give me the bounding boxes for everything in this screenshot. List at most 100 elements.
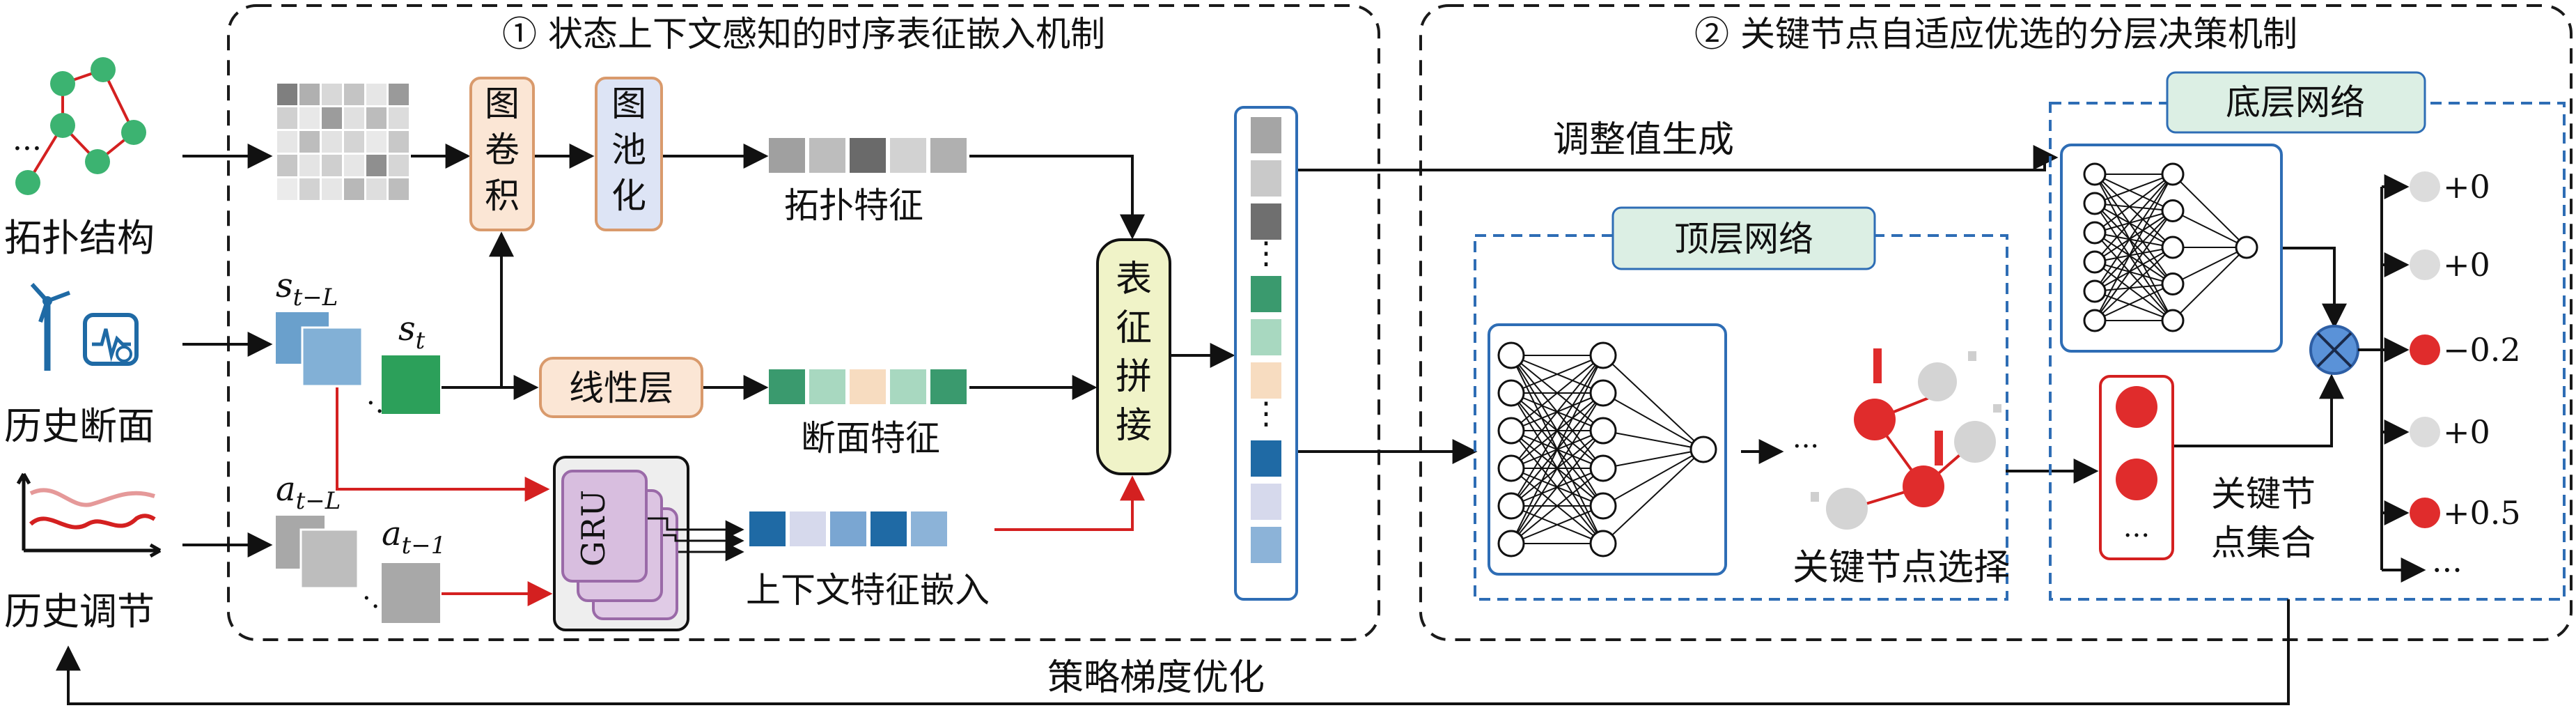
graph-conv-char-1: 图 [485, 84, 520, 124]
graph-pool-module [595, 77, 663, 231]
state-stack [276, 312, 440, 414]
nn-neuron [1589, 417, 1617, 445]
top-net-region [1474, 234, 2008, 601]
nn-connection [2094, 283, 2173, 292]
action-dots: ·. [362, 583, 380, 615]
topology-feature-cell [769, 138, 805, 173]
s-tL-label: st−L [276, 266, 338, 311]
concat-module [1096, 238, 1171, 475]
section-feature-cell [890, 369, 926, 404]
topology-feature-cell [809, 138, 845, 173]
matrix-cell [322, 178, 342, 200]
matrix-cell [299, 178, 320, 200]
nn-connection [2094, 283, 2173, 321]
embedding-column-cell [1251, 117, 1281, 153]
input-history-regulation-label: 历史调节 [4, 590, 155, 633]
nn-connection [2094, 174, 2173, 292]
arrow-topology-to-concat [969, 155, 1145, 240]
topology-feature-cell [930, 138, 967, 173]
nn-neuron [2161, 162, 2185, 186]
output-node [2410, 171, 2440, 202]
embedding-column-cell [1251, 319, 1281, 355]
nn-connection [1602, 449, 1704, 469]
nn-connection [2094, 174, 2173, 233]
power-meter-icon [83, 313, 139, 366]
key-node-select-label: 关键节点选择 [1793, 547, 2010, 589]
column-ellipsis-top: ⋮ [1251, 236, 1281, 271]
matrix-cell [389, 178, 409, 200]
concat-char-3: 拼 [1116, 356, 1152, 398]
section-feature-cell [850, 369, 886, 404]
matrix-cell [366, 178, 387, 200]
top-net-nn-box [1488, 323, 1727, 576]
nn-connection [1602, 449, 1704, 507]
linear-layer-module [539, 357, 703, 418]
key-node-selection-graph [1811, 348, 2001, 530]
nn-neuron [1497, 454, 1525, 482]
embedding-column-cell [1251, 484, 1281, 520]
nn-connection [2094, 210, 2173, 263]
top-net-label-box [1611, 206, 1876, 270]
nn-neuron [1589, 492, 1617, 520]
bottom-net-label: 底层网络 [2226, 82, 2365, 123]
graph-pool-char-1: 图 [611, 84, 646, 124]
matrix-cell [344, 178, 364, 200]
nn-neuron [2083, 162, 2107, 186]
matrix-cell [389, 155, 409, 176]
a-t1-label: at−1 [382, 514, 446, 560]
bottom-net-neural-network [2083, 162, 2258, 332]
section-feature-cell [809, 369, 845, 404]
nn-neuron [2083, 309, 2107, 332]
input-topology-label: 拓扑结构 [4, 216, 155, 260]
section-feature-cell [930, 369, 967, 404]
state-dots: ·. [366, 387, 384, 420]
matrix-cell [344, 155, 364, 176]
matrix-cell [366, 107, 387, 129]
feedback-label: 策略梯度优化 [1047, 657, 1265, 699]
topology-feature-cell [890, 138, 926, 173]
matrix-cell [366, 131, 387, 153]
key-node-set-dots: ··· [2123, 520, 2150, 552]
embedding-column-cell [1251, 203, 1281, 240]
topology-feature-label: 拓扑特征 [784, 185, 923, 226]
key-node-set-node-2 [2116, 459, 2157, 500]
output-value: +0 [2443, 413, 2490, 451]
concat-char-2: 征 [1116, 307, 1152, 349]
embedding-column-cells [1251, 117, 1281, 563]
output-adjustments: +0+0−0.2+0+0.5··· [2382, 168, 2521, 589]
linear-layer-label: 线性层 [569, 368, 673, 408]
matrix-cell [344, 84, 364, 105]
nn-connection [1511, 505, 1604, 544]
graph-conv-char-2: 卷 [485, 130, 520, 170]
matrix-cell [277, 178, 297, 200]
key-node-set-label-1: 关键节 [2211, 474, 2316, 514]
nn-connection [2094, 203, 2173, 248]
matrix-cell [322, 84, 342, 105]
nn-connection [2094, 210, 2173, 321]
nn-connection [2094, 232, 2173, 248]
matrix-cell [389, 131, 409, 153]
concat-char-4: 接 [1116, 405, 1152, 447]
wind-turbine-icon [30, 282, 71, 371]
embedding-column-cell [1251, 527, 1281, 563]
matrix-cell [366, 84, 387, 105]
output-value: +0 [2443, 246, 2490, 284]
nn-neuron [1497, 379, 1525, 407]
nn-neuron [1589, 530, 1617, 557]
nn-connection [2094, 203, 2173, 212]
nn-connection [1602, 355, 1704, 450]
context-feature-label: 上下文特征嵌入 [746, 570, 990, 610]
nn-neuron [1589, 454, 1617, 482]
matrix-cell [299, 131, 320, 153]
nn-neuron [1497, 492, 1525, 520]
nn-neuron [2083, 192, 2107, 215]
output-node [2410, 249, 2440, 280]
nn-connection [1511, 355, 1604, 469]
graph-conv-char-3: 积 [485, 176, 520, 216]
nn-connection [2094, 247, 2173, 321]
embedding-column-cell [1251, 160, 1281, 197]
nn-connection [2094, 247, 2173, 292]
arrow-set-to-multiply [2174, 374, 2344, 447]
nn-connection [1602, 392, 1704, 450]
context-feature-vector [749, 511, 947, 546]
